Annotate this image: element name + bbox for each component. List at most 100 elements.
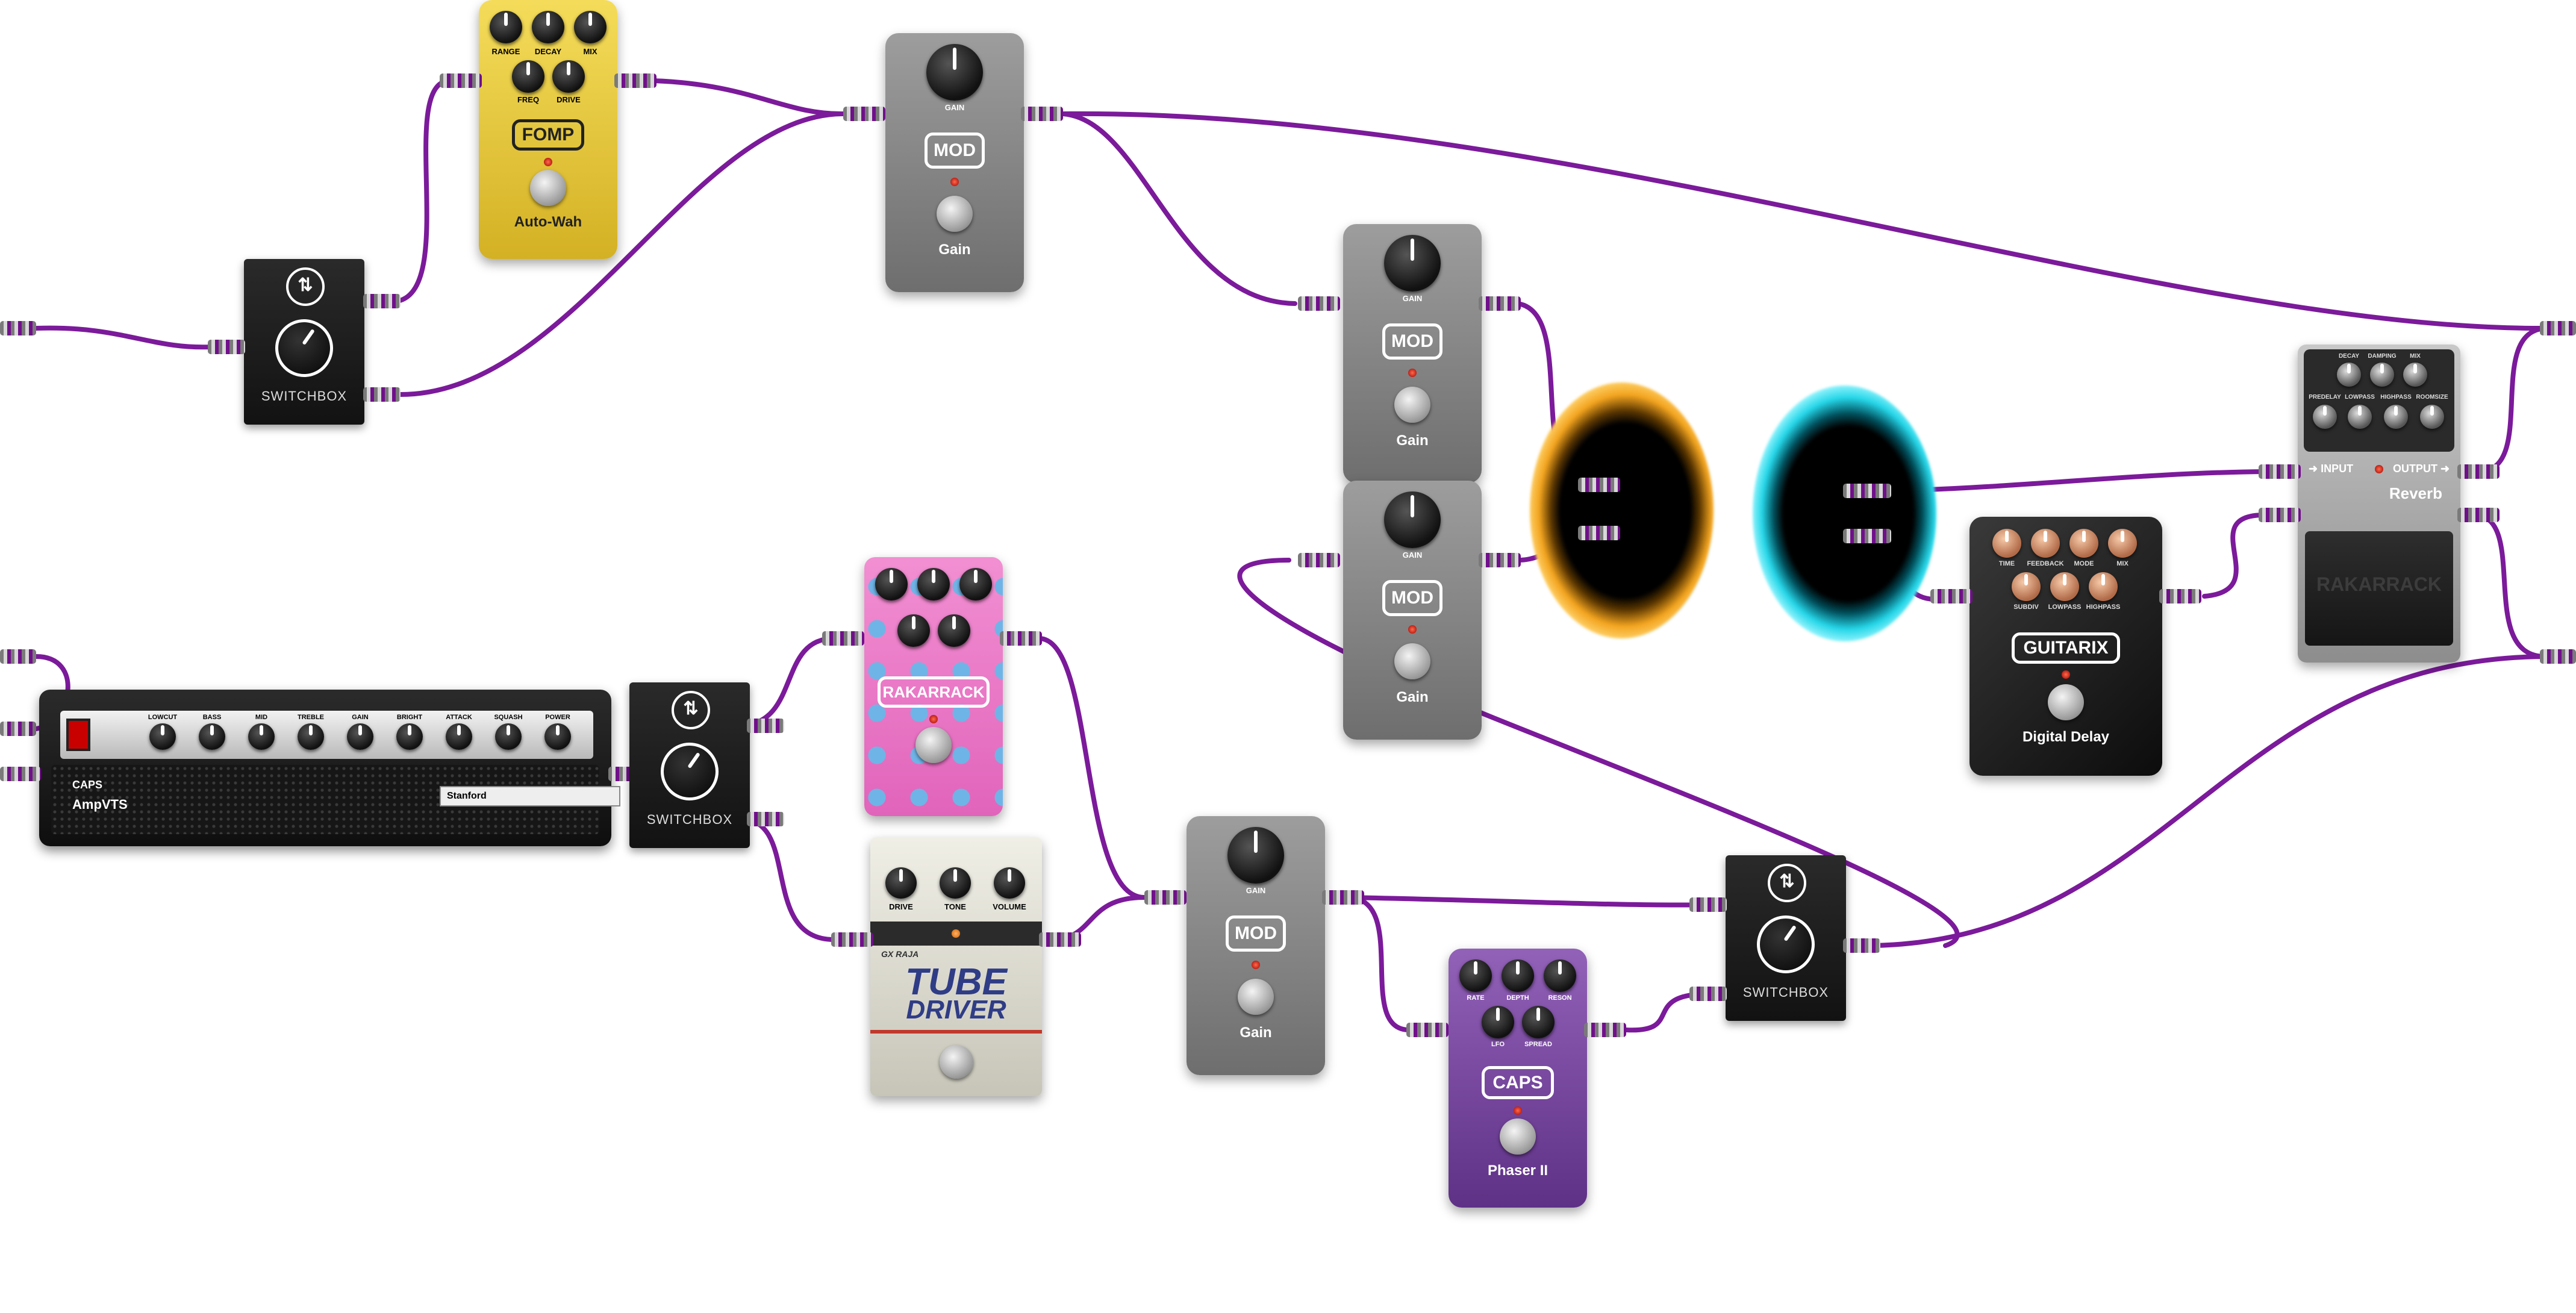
- pedal-output[interactable]: [2159, 589, 2201, 603]
- footswitch[interactable]: [915, 727, 952, 763]
- knob-gain[interactable]: [926, 44, 983, 101]
- knob-mix[interactable]: [2403, 363, 2427, 387]
- portal-orange[interactable]: [1530, 382, 1714, 638]
- knob-mode[interactable]: [2069, 529, 2098, 558]
- knob-freq[interactable]: [512, 60, 544, 93]
- pedal-output[interactable]: [1479, 296, 1521, 311]
- switchbox-1-output-a[interactable]: [363, 294, 401, 308]
- knob-lowpass[interactable]: [2348, 405, 2372, 429]
- knob-bright[interactable]: [396, 723, 423, 750]
- footswitch[interactable]: [1394, 643, 1430, 679]
- pedal-output[interactable]: [1000, 631, 1042, 646]
- knob[interactable]: [875, 568, 908, 600]
- knob-treble[interactable]: [298, 723, 324, 750]
- portal-orange-jack-b[interactable]: [1578, 526, 1620, 540]
- pedal-output[interactable]: [2457, 464, 2500, 479]
- input-port[interactable]: [0, 649, 36, 664]
- pedal-input[interactable]: [1144, 890, 1187, 905]
- switchbox-1[interactable]: ⇅ SWITCHBOX: [244, 259, 364, 425]
- switch-knob[interactable]: [1757, 915, 1815, 973]
- pedal-gain-4[interactable]: GAIN MOD Gain: [1187, 816, 1325, 1075]
- footswitch[interactable]: [1500, 1118, 1536, 1155]
- knob-spread[interactable]: [1522, 1006, 1555, 1038]
- pedal-input[interactable]: [822, 631, 864, 646]
- footswitch[interactable]: [530, 170, 566, 206]
- knob-predelay[interactable]: [2313, 405, 2337, 429]
- pedal-input[interactable]: [1298, 296, 1340, 311]
- switchbox-2-output-b[interactable]: [747, 812, 784, 826]
- knob-roomsize[interactable]: [2420, 405, 2444, 429]
- knob-volume[interactable]: [994, 867, 1025, 899]
- knob[interactable]: [897, 614, 930, 647]
- knob-squash[interactable]: [495, 723, 522, 750]
- knob-gain[interactable]: [1384, 491, 1441, 548]
- knob-subdiv[interactable]: [2012, 572, 2041, 601]
- pedal-output[interactable]: [1322, 890, 1364, 905]
- knob-lfo[interactable]: [1482, 1006, 1514, 1038]
- pedal-gain-2[interactable]: GAIN MOD Gain: [1343, 224, 1482, 483]
- knob-decay[interactable]: [2337, 363, 2361, 387]
- knob-drive[interactable]: [885, 867, 917, 899]
- knob[interactable]: [959, 568, 992, 600]
- switchbox-3[interactable]: ⇅ SWITCHBOX: [1726, 855, 1846, 1021]
- pedal-output[interactable]: [1584, 1023, 1626, 1037]
- pedal-fomp-auto-wah[interactable]: RANGE DECAY MIX FREQ DRIVE FOMP Auto-Wah: [479, 0, 617, 259]
- footswitch[interactable]: [1394, 387, 1430, 423]
- switchbox-3-input-a[interactable]: [1689, 897, 1727, 912]
- pedal-input[interactable]: [2259, 508, 2301, 522]
- knob-reson[interactable]: [1544, 959, 1576, 992]
- pedal-tube-driver[interactable]: DRIVE TONE VOLUME GX RAJA TUBE DRIVER: [870, 837, 1042, 1096]
- pedal-output[interactable]: [1039, 932, 1081, 947]
- knob-lowcut[interactable]: [149, 723, 176, 750]
- knob-range[interactable]: [490, 11, 522, 43]
- knob-drive[interactable]: [552, 60, 585, 93]
- knob-gain[interactable]: [1384, 235, 1441, 292]
- portal-orange-jack-a[interactable]: [1578, 478, 1620, 492]
- output-port[interactable]: [2540, 649, 2576, 664]
- amp-model-select[interactable]: Stanford: [440, 786, 620, 806]
- pedal-input[interactable]: [1406, 1023, 1449, 1037]
- knob-lowpass[interactable]: [2050, 572, 2079, 601]
- knob-feedback[interactable]: [2031, 529, 2060, 558]
- footswitch[interactable]: [937, 196, 973, 232]
- knob-power[interactable]: [544, 723, 571, 750]
- pedal-gain-1[interactable]: GAIN MOD Gain: [885, 33, 1024, 292]
- pedal-gain-3[interactable]: GAIN MOD Gain: [1343, 481, 1482, 740]
- portal-cyan[interactable]: [1753, 385, 1936, 641]
- knob[interactable]: [938, 614, 970, 647]
- pedal-rakarrack-reverb[interactable]: DECAY DAMPING MIX PREDELAY LOWPASS HIGHP…: [2298, 345, 2460, 663]
- knob-time[interactable]: [1992, 529, 2021, 558]
- switchbox-3-input-b[interactable]: [1689, 987, 1727, 1001]
- switchbox-3-output[interactable]: [1843, 938, 1880, 953]
- amp-input[interactable]: [0, 767, 41, 781]
- footswitch[interactable]: [2048, 684, 2084, 720]
- switchbox-2[interactable]: ⇅ SWITCHBOX: [629, 682, 750, 848]
- switch-knob[interactable]: [661, 743, 719, 800]
- switchbox-2-output-a[interactable]: [747, 719, 784, 733]
- footswitch[interactable]: [940, 1045, 973, 1079]
- pedal-input[interactable]: [1298, 553, 1340, 567]
- switch-knob[interactable]: [275, 319, 333, 377]
- portal-cyan-jack-a[interactable]: [1843, 484, 1891, 498]
- knob-gain[interactable]: [1227, 827, 1284, 884]
- knob-mix[interactable]: [2108, 529, 2137, 558]
- knob-attack[interactable]: [446, 723, 472, 750]
- pedal-output[interactable]: [614, 73, 656, 88]
- portal-cyan-jack-b[interactable]: [1843, 529, 1891, 543]
- pedal-output[interactable]: [1021, 107, 1063, 121]
- pedal-output[interactable]: [1479, 553, 1521, 567]
- knob-highpass[interactable]: [2089, 572, 2118, 601]
- knob-mix[interactable]: [574, 11, 607, 43]
- pedal-output[interactable]: [2457, 508, 2500, 522]
- knob-decay[interactable]: [532, 11, 564, 43]
- switchbox-1-input[interactable]: [208, 340, 245, 354]
- switchbox-1-output-b[interactable]: [363, 387, 401, 402]
- reverb-footpad[interactable]: RAKARRACK: [2305, 531, 2453, 646]
- knob-tone[interactable]: [940, 867, 971, 899]
- pedal-caps-phaser-ii[interactable]: RATE DEPTH RESON LFO SPREAD CAPS Phaser …: [1449, 949, 1587, 1208]
- pedal-input[interactable]: [843, 107, 885, 121]
- pedal-guitarix-digital-delay[interactable]: TIME FEEDBACK MODE MIX SUBDIV LOWPASS HI…: [1969, 517, 2162, 776]
- pedal-rakarrack[interactable]: RAKARRACK: [864, 557, 1003, 816]
- pedal-input[interactable]: [1930, 589, 1973, 603]
- footswitch[interactable]: [1238, 979, 1274, 1015]
